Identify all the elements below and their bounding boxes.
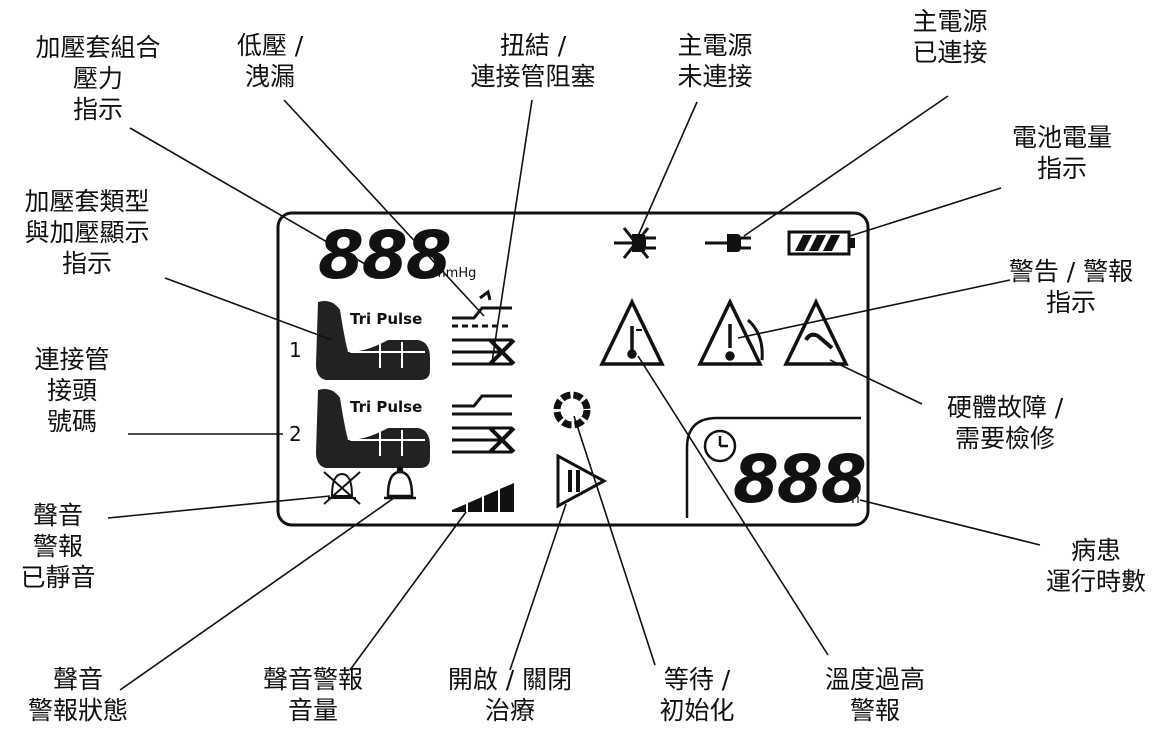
label-alarm-volume: 聲音警報音量 (262, 665, 363, 725)
garment-1-icon (316, 301, 430, 380)
therapy-play-pause-icon (556, 453, 608, 509)
lcd-panel (276, 211, 870, 527)
label-standby-init: 等待 /初始化 (659, 665, 735, 725)
standby-ring-icon (553, 391, 591, 429)
kink-blocked-icon-2 (452, 426, 516, 454)
label-therapy-onoff: 開啟 / 關閉治療 (447, 665, 573, 725)
label-hardware-fault: 硬體故障 /需要檢修 (946, 393, 1064, 453)
label-low-pressure-leak: 低壓 /洩漏 (236, 31, 304, 91)
pressure-digits: 888 (318, 217, 450, 294)
label-patient-runtime: 病患運行時數 (1045, 536, 1146, 596)
pressure-unit: mmHg (433, 266, 476, 281)
label-warning-alarm: 警告 / 警報指示 (1008, 257, 1134, 317)
label-garment-type: 加壓套類型與加壓顯示指示 (24, 187, 150, 278)
label-mains-connected: 主電源已連接 (912, 7, 988, 67)
runtime-frame (685, 416, 861, 518)
low-pressure-leak-icon-2 (452, 394, 512, 416)
label-over-temperature: 溫度過高警報 (824, 665, 925, 725)
alarm-muted-icon (323, 471, 361, 505)
clock-icon (703, 429, 737, 463)
hardware-fault-icon (783, 297, 849, 366)
garment-1-brand: Tri Pulse (350, 310, 422, 328)
label-kink-blocked: 扭結 /連接管阻塞 (470, 31, 596, 91)
warning-alarm-icon (697, 297, 764, 366)
label-alarm-state: 聲音警報狀態 (27, 665, 128, 725)
label-tubing-connector: 連接管接頭號碼 (34, 345, 110, 436)
kink-blocked-icon-1 (452, 338, 516, 366)
garment-2-icon (316, 389, 430, 468)
port-2-number: 2 (289, 422, 302, 446)
runtime-digits: 888 (733, 441, 865, 518)
battery-icon (787, 230, 855, 256)
label-mains-disconnected: 主電源未連接 (677, 31, 753, 91)
runtime-unit: h (851, 491, 860, 507)
label-alarm-muted: 聲音警報已靜音 (20, 501, 96, 592)
low-pressure-leak-icon (452, 289, 512, 328)
port-1-number: 1 (289, 338, 302, 362)
leader-lines (107, 95, 1041, 691)
mains-disconnected-icon (614, 227, 656, 259)
over-temperature-icon (599, 297, 665, 366)
bell-icon (384, 466, 416, 500)
label-garment-pressure: 加壓套組合壓力指示 (35, 33, 161, 124)
volume-bars-icon (452, 483, 514, 512)
mains-connected-icon (705, 234, 751, 252)
garment-2-brand: Tri Pulse (350, 398, 422, 416)
label-battery-level: 電池電量指示 (1011, 123, 1112, 183)
